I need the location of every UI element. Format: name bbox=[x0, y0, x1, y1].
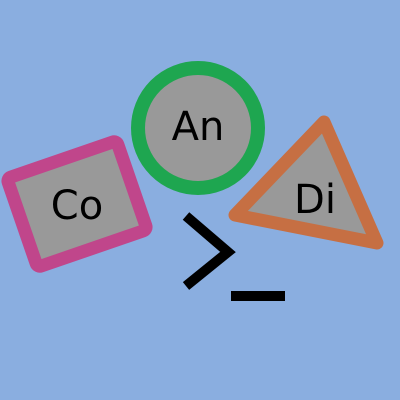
terminal-prompt-icon bbox=[182, 212, 285, 301]
circle-label: An bbox=[172, 104, 225, 150]
circle-shape: An bbox=[131, 61, 265, 195]
square-label: Co bbox=[51, 183, 103, 229]
square-shape: Co bbox=[1, 135, 153, 273]
square-border bbox=[1, 135, 153, 273]
triangle-shape: Di bbox=[228, 115, 384, 250]
triangle-label: Di bbox=[294, 177, 336, 223]
circle-border bbox=[131, 61, 265, 195]
triangle-border bbox=[228, 115, 384, 250]
prompt-chevron bbox=[182, 212, 236, 290]
